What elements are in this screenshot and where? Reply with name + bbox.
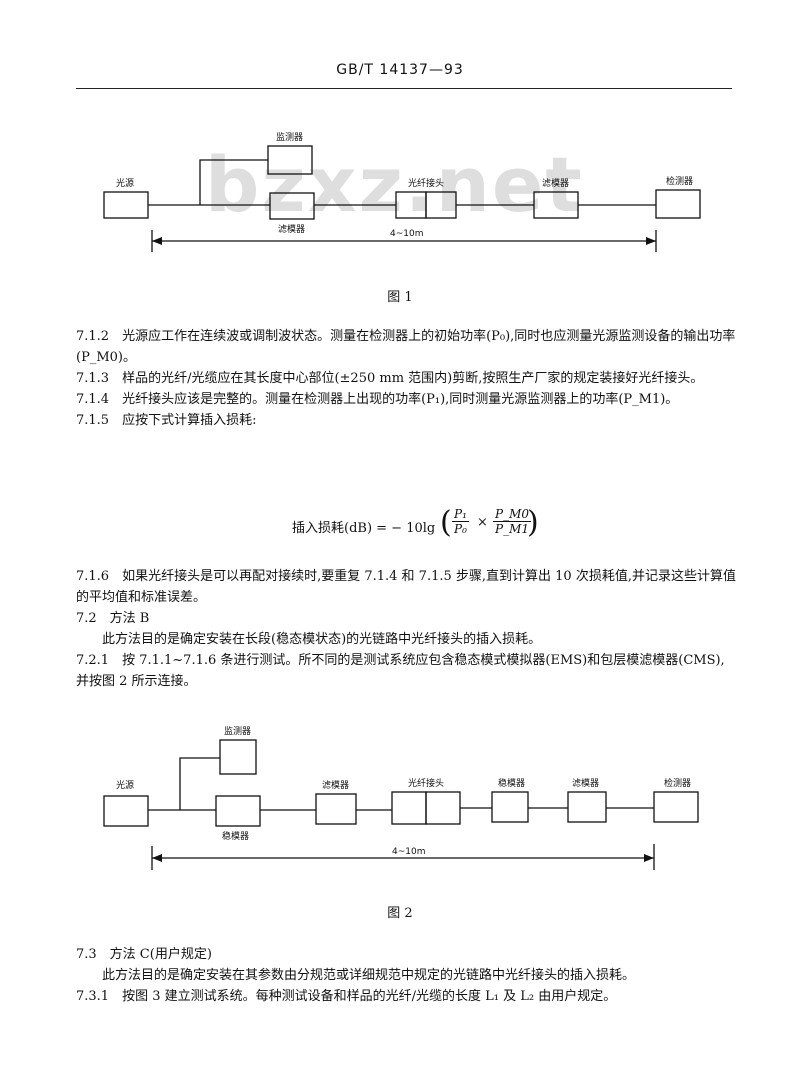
para-7-2-intro: 此方法目的是确定安装在长段(稳态模状态)的光链路中光纤接头的插入损耗。 — [102, 632, 542, 647]
formula-paren-left: ( — [440, 505, 452, 540]
fig1-connector-left — [395, 191, 427, 219]
para-7-3: 7.3 方法 C(用户规定) — [76, 947, 212, 962]
fig2-filter2-box — [567, 791, 607, 823]
figure-2-diagram: 光源 监测器 稳模器 滤模器 光纤接头 稳模器 滤模器 检测器 4~10m — [103, 725, 699, 870]
fig2-filter1-box — [315, 793, 357, 825]
fig2-detector-box — [653, 791, 699, 823]
para-7-2: 7.2 方法 B — [76, 611, 150, 626]
header-rule — [76, 88, 732, 89]
fig2-label-ems: 稳模器 — [222, 830, 249, 842]
formula-term: P₀ — [454, 522, 467, 536]
fig2-label-filter2: 滤模器 — [572, 777, 599, 789]
fig2-ems-box — [215, 795, 261, 827]
fig1-detector-box — [655, 189, 701, 219]
formula-paren-right: ) — [527, 505, 539, 540]
fig1-label-detector: 检测器 — [666, 175, 693, 187]
fig2-label-filter1: 滤模器 — [322, 779, 349, 791]
fig2-source-box — [103, 795, 149, 827]
figure-1-diagram: 光源 监测器 滤模器 光纤接头 滤模器 检测器 4~10m — [103, 131, 701, 252]
para-7-3-intro: 此方法目的是确定安装在其参数由分规范或详细规范中规定的光链路中光纤接头的插入损耗… — [102, 968, 636, 983]
para-7-1-4: 7.1.4 光纤接头应该是完整的。测量在检测器上出现的功率(P₁),同时测量光源… — [76, 392, 679, 407]
standard-header: GB/T 14137—93 — [336, 62, 464, 78]
section-7-1-text: 7.1.2 光源应工作在连续波或调制波状态。测量在检测器上的初始功率(P₀),同… — [76, 326, 736, 431]
figure-1-caption: 图 1 — [387, 290, 413, 305]
para-7-1-3: 7.1.3 样品的光纤/光缆应在其长度中心部位(±250 mm 范围内)剪断,按… — [76, 371, 704, 386]
para-7-2-1: 7.2.1 按 7.1.1~7.1.6 条进行测试。所不同的是测试系统应包含稳态… — [76, 653, 725, 689]
fig1-connector-right — [425, 191, 457, 219]
fig2-ems2-box — [491, 791, 529, 823]
fig1-label-length: 4~10m — [390, 229, 424, 239]
fig1-label-connector: 光纤接头 — [408, 177, 444, 189]
para-7-1-5: 7.1.5 应按下式计算插入损耗: — [76, 413, 257, 428]
fig1-monitor-box — [267, 145, 313, 175]
fig2-label-ems2: 稳模器 — [498, 777, 525, 789]
formula-term: P_M1 — [495, 522, 529, 536]
section-7-3-text: 7.3 方法 C(用户规定) 此方法目的是确定安装在其参数由分规范或详细规范中规… — [76, 944, 736, 1007]
fig2-monitor-box — [219, 739, 257, 775]
fig1-filter2-box — [533, 191, 579, 219]
fig2-connector-left — [391, 791, 427, 825]
para-7-3-1: 7.3.1 按图 3 建立测试系统。每种测试设备和样品的光纤/光缆的长度 L₁ … — [76, 989, 617, 1004]
formula-term: P_M0 — [493, 507, 531, 522]
fig2-label-detector: 检测器 — [664, 777, 691, 789]
fig2-label-length: 4~10m — [392, 847, 426, 857]
para-7-1-6: 7.1.6 如果光纤接头是可以再配对接续时,要重复 7.1.4 和 7.1.5 … — [76, 569, 736, 605]
section-7-2-text: 7.1.6 如果光纤接头是可以再配对接续时,要重复 7.1.4 和 7.1.5 … — [76, 566, 736, 692]
fig1-label-filter: 滤模器 — [278, 223, 305, 235]
figure-2-caption: 图 2 — [387, 906, 413, 921]
formula-times: × — [477, 515, 488, 530]
para-7-1-2: 7.1.2 光源应工作在连续波或调制波状态。测量在检测器上的初始功率(P₀),同… — [76, 329, 736, 365]
fig2-label-connector: 光纤接头 — [408, 777, 444, 789]
fig2-connector-right — [425, 791, 461, 825]
fig1-label-source: 光源 — [116, 177, 134, 189]
fig1-label-monitor: 监测器 — [276, 131, 303, 143]
fig2-label-monitor: 监测器 — [224, 725, 251, 737]
formula-term: P₁ — [452, 507, 469, 522]
fig1-filter-box — [269, 192, 315, 220]
fig1-label-filter2: 滤模器 — [542, 177, 569, 189]
fig2-label-source: 光源 — [116, 779, 134, 791]
fig1-source-box — [103, 191, 149, 219]
formula-label: 插入损耗(dB) = − 10lg — [292, 521, 436, 536]
